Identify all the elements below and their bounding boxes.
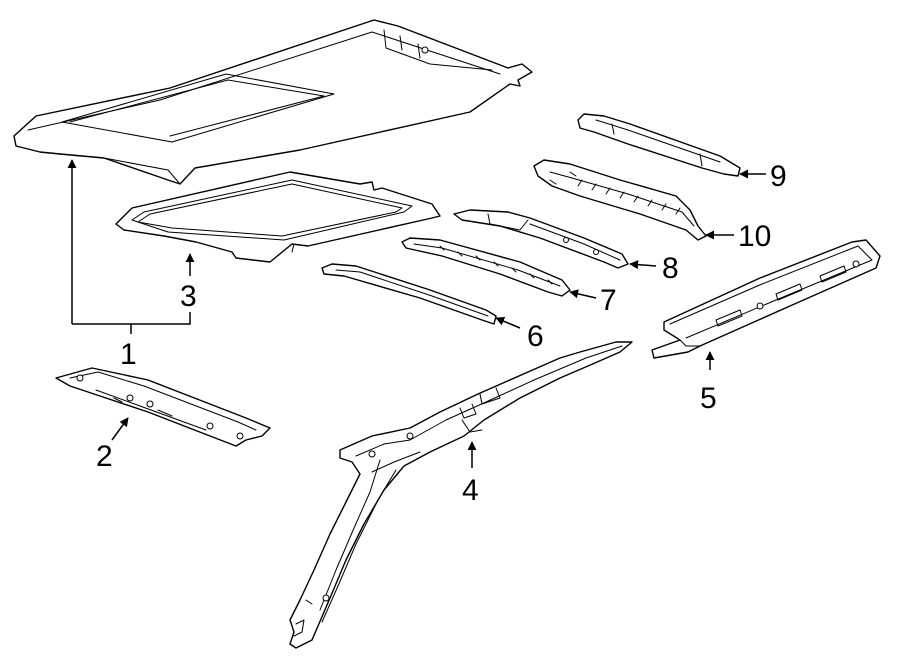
callout-6: 6 <box>527 320 544 353</box>
callout-8: 8 <box>662 252 679 285</box>
callout-labels: 1 3 2 4 5 6 7 8 9 10 <box>96 160 787 507</box>
callout-3: 3 <box>180 280 197 313</box>
rear-header-10-part <box>533 159 707 241</box>
leader-8 <box>629 260 657 270</box>
roof-panel-part <box>13 19 533 185</box>
rear-header-9-part <box>577 113 741 177</box>
leader-2 <box>111 417 129 441</box>
callout-2: 2 <box>96 440 113 473</box>
leader-6 <box>495 316 521 329</box>
leader-1-bracket <box>72 312 191 325</box>
callout-4: 4 <box>462 474 479 507</box>
callout-5: 5 <box>700 382 717 415</box>
callout-9: 9 <box>770 160 787 193</box>
callout-1: 1 <box>120 338 137 371</box>
roof-bow-8-part <box>453 209 629 269</box>
leader-7 <box>569 289 597 299</box>
sunroof-frame-part <box>115 171 441 263</box>
a-pillar-side-frame-4-part <box>289 341 633 649</box>
callout-7: 7 <box>600 284 617 317</box>
roof-bow-7-part <box>401 237 571 297</box>
side-rail-5-part <box>651 239 881 359</box>
roof-bow-6-part <box>321 263 497 325</box>
leader-lines <box>67 159 766 468</box>
front-header-bow-part <box>55 367 271 447</box>
callout-10: 10 <box>738 220 771 253</box>
